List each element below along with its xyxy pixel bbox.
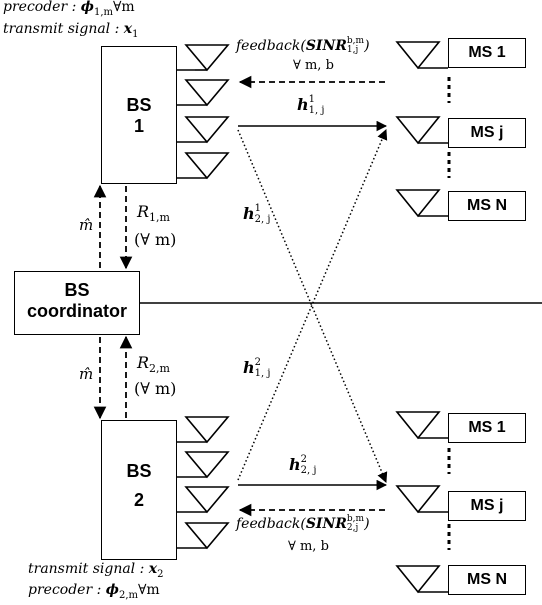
precoder-2-label: precoder : ϕ2,m∀m [28, 582, 160, 601]
ms-bottom-n: MS N [448, 565, 526, 595]
ms-bottom-j: MS j [448, 491, 526, 521]
antenna-icon [395, 189, 448, 218]
mhat-label-top: m̂ [79, 216, 94, 234]
bs2-label-line2: 2 [133, 490, 144, 510]
ms-top-n: MS N [448, 191, 526, 221]
antenna-icon [395, 411, 448, 440]
antenna-icon [177, 522, 230, 550]
antenna-icon [395, 485, 448, 514]
feedback-bottom-forall: ∀ m, b [288, 539, 329, 554]
h12-arrow [237, 129, 388, 481]
bs1-label-line2: 1 [133, 116, 144, 136]
ms-top-antennas [395, 41, 448, 218]
r1-forall: (∀ m) [134, 230, 177, 249]
ms-top-1: MS 1 [448, 38, 526, 68]
antenna-icon [395, 41, 448, 70]
antenna-icon [395, 116, 448, 145]
antenna-icon [177, 416, 230, 444]
antenna-icon [395, 565, 448, 594]
transmit-signal-2-label: transmit signal : x2 [28, 561, 164, 580]
antenna-icon [177, 44, 230, 72]
bs2-box: BS 2 [101, 420, 177, 560]
bs1-box: BS 1 [101, 46, 177, 184]
precoder-1-label: precoder : ϕ1,m∀m [3, 0, 135, 18]
ms-top-j: MS j [448, 118, 526, 148]
r2-forall: (∀ m) [134, 379, 177, 398]
coordinator-label-line2: coordinator [26, 301, 127, 321]
r2-label: R2,m [137, 353, 170, 376]
bs1-label-line1: BS [126, 95, 152, 115]
antenna-icon [177, 451, 230, 479]
feedback-top-forall: ∀ m, b [293, 58, 334, 73]
bs2-label-line1: BS [126, 461, 152, 481]
transmit-signal-1-label: transmit signal : x1 [3, 21, 139, 40]
ms-bottom-antennas [395, 411, 448, 594]
coordinator-label-line1: BS [64, 280, 90, 300]
bs2-antennas [177, 416, 230, 550]
antenna-icon [177, 152, 230, 180]
antenna-icon [177, 79, 230, 107]
coordinator-box: BS coordinator [14, 271, 140, 335]
r1-label: R1,m [137, 202, 170, 225]
antenna-icon [177, 486, 230, 514]
mhat-label-bottom: m̂ [79, 365, 94, 383]
ms-bottom-1: MS 1 [448, 413, 526, 443]
antenna-icon [177, 116, 230, 144]
bs1-antennas [177, 44, 230, 180]
